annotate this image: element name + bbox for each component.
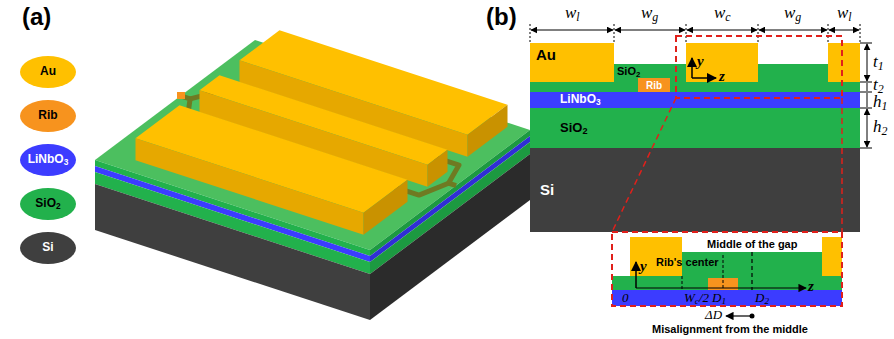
dimension-label: h1 [873,93,887,112]
layer-label: LiNbO3 [560,93,601,106]
gold-electrode: Au [530,43,614,82]
annotation: Middle of the gap [707,238,797,250]
buried-oxide-layer: SiO2 [530,108,860,148]
legend-text: LiNbO3 [28,153,69,166]
panel-label: (b) [486,4,517,30]
layer-label: Si [540,182,554,199]
legend-swatch: Si [20,232,76,264]
layer-label: SiO2 [560,121,587,135]
legend-text: SiO2 [35,197,60,210]
panel-label: (a) [22,4,51,30]
dimension-label: h2 [873,118,887,137]
dimension-label: wg [784,4,801,23]
tick-label: Wc/2 [684,291,709,305]
dimension-label: wc [714,4,731,23]
dimension-label: wg [641,4,658,23]
tick-label: ΔD [705,308,722,322]
axis-label: y [697,53,704,70]
legend-text: Si [42,241,53,254]
legend-text: Au [40,65,56,78]
dimension-label: t1 [873,53,884,72]
chip-3d [95,30,530,320]
dimension-label: t2 [873,76,884,95]
legend-swatch: SiO2 [20,188,76,220]
rib-waveguide: Rib [638,78,670,92]
layer-label: Au [536,47,556,64]
lithium-niobate-layer: LiNbO3 [530,92,860,108]
legend-swatch: Au [20,56,76,88]
tick-label: 0 [622,291,629,305]
legend-swatch: Rib [20,100,76,132]
annotation: Misalignment from the middle [652,323,808,335]
legend-swatch: LiNbO3 [20,144,76,176]
cladding-label: SiO2 [617,65,640,77]
dimension-label: wl [565,4,580,23]
tick-label: D2 [755,291,769,305]
dimension-label: wl [837,4,852,23]
annotation: Rib's center [656,256,719,268]
axis-label: z [719,68,725,85]
layer-label: Rib [646,80,662,91]
axis-label: z [808,278,814,295]
legend-text: Rib [38,109,57,122]
axis-label: y [640,258,647,275]
cross-section [530,24,872,319]
tick-label: D1 [712,291,726,305]
silicon-substrate: Si [530,148,610,232]
